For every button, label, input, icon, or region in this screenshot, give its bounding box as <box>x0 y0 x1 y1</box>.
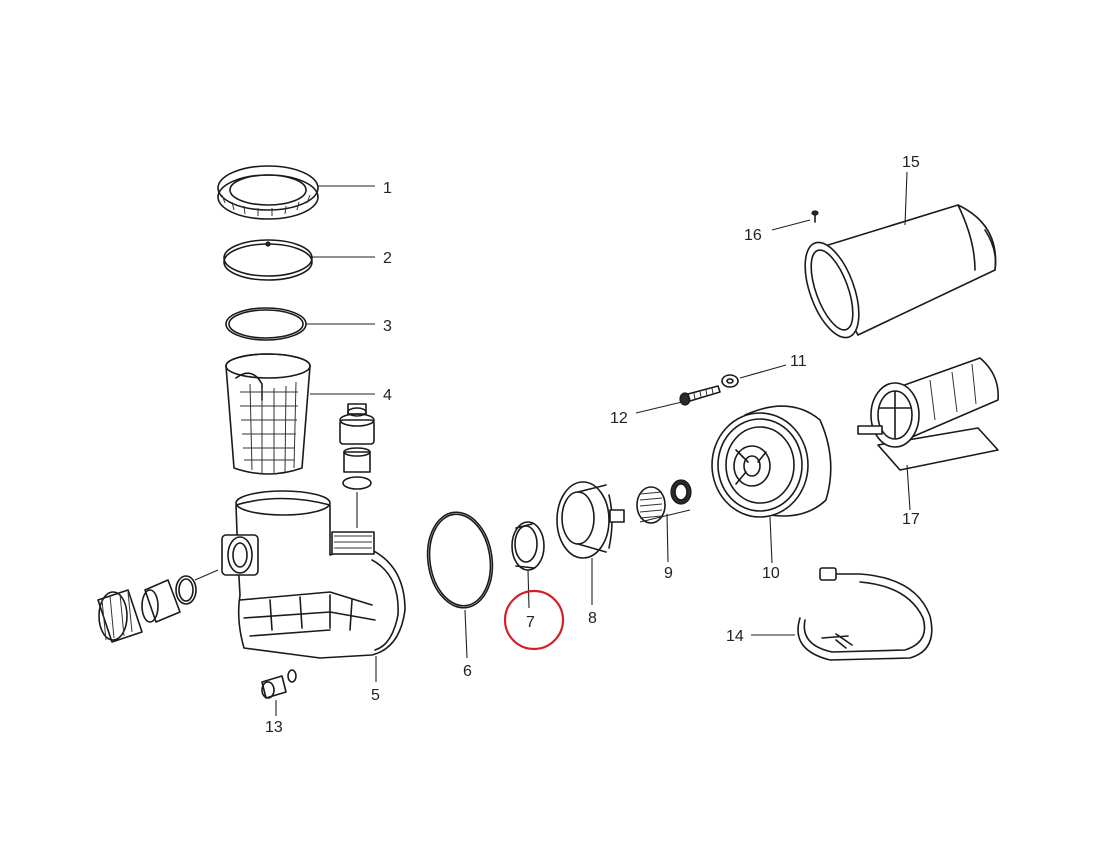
part-10-seal-plate[interactable] <box>711 405 832 518</box>
callout-8: 8 <box>588 610 597 627</box>
part-4-strainer-basket[interactable] <box>225 353 311 475</box>
callout-14: 14 <box>726 628 744 645</box>
part-11-washer[interactable] <box>721 374 739 388</box>
part-14-power-cord[interactable] <box>797 567 933 661</box>
part-7-diffuser-oring[interactable] <box>511 521 545 571</box>
callout-9: 9 <box>664 565 673 582</box>
part-6-housing-oring[interactable] <box>422 508 499 612</box>
part-5-pump-housing[interactable] <box>221 490 406 659</box>
part-2-lid[interactable] <box>223 239 313 281</box>
part-8-diffuser[interactable] <box>556 481 625 559</box>
part-16-screw[interactable] <box>811 210 819 223</box>
part-17-motor[interactable] <box>857 357 999 471</box>
callout-4: 4 <box>383 387 392 404</box>
part-15-motor-cover[interactable] <box>794 204 997 345</box>
callout-10: 10 <box>762 565 780 582</box>
callout-16: 16 <box>744 227 762 244</box>
part-12-bolt[interactable] <box>679 385 721 406</box>
callout-17: 17 <box>902 511 920 528</box>
callout-7: 7 <box>526 614 535 631</box>
leader-lines <box>275 171 911 716</box>
callout-6: 6 <box>463 663 472 680</box>
callout-2: 2 <box>383 250 392 267</box>
highlight-circle <box>503 589 565 651</box>
part-9-seal-assembly[interactable] <box>636 479 692 524</box>
callout-13: 13 <box>265 719 283 736</box>
callout-15: 15 <box>902 154 920 171</box>
callout-5: 5 <box>371 687 380 704</box>
callout-12: 12 <box>610 410 628 427</box>
part-1-lid-ring[interactable] <box>217 165 319 220</box>
callout-3: 3 <box>383 318 392 335</box>
callout-labels: 1 2 3 4 5 6 7 8 9 10 11 12 13 14 15 16 1… <box>265 154 920 736</box>
part-13-drain-plug[interactable] <box>261 669 297 699</box>
drain-plug-assembly[interactable] <box>339 403 375 528</box>
callout-1: 1 <box>383 180 392 197</box>
part-3-lid-oring[interactable] <box>225 307 307 341</box>
inlet-union[interactable] <box>97 569 219 643</box>
callout-11: 11 <box>790 353 807 370</box>
